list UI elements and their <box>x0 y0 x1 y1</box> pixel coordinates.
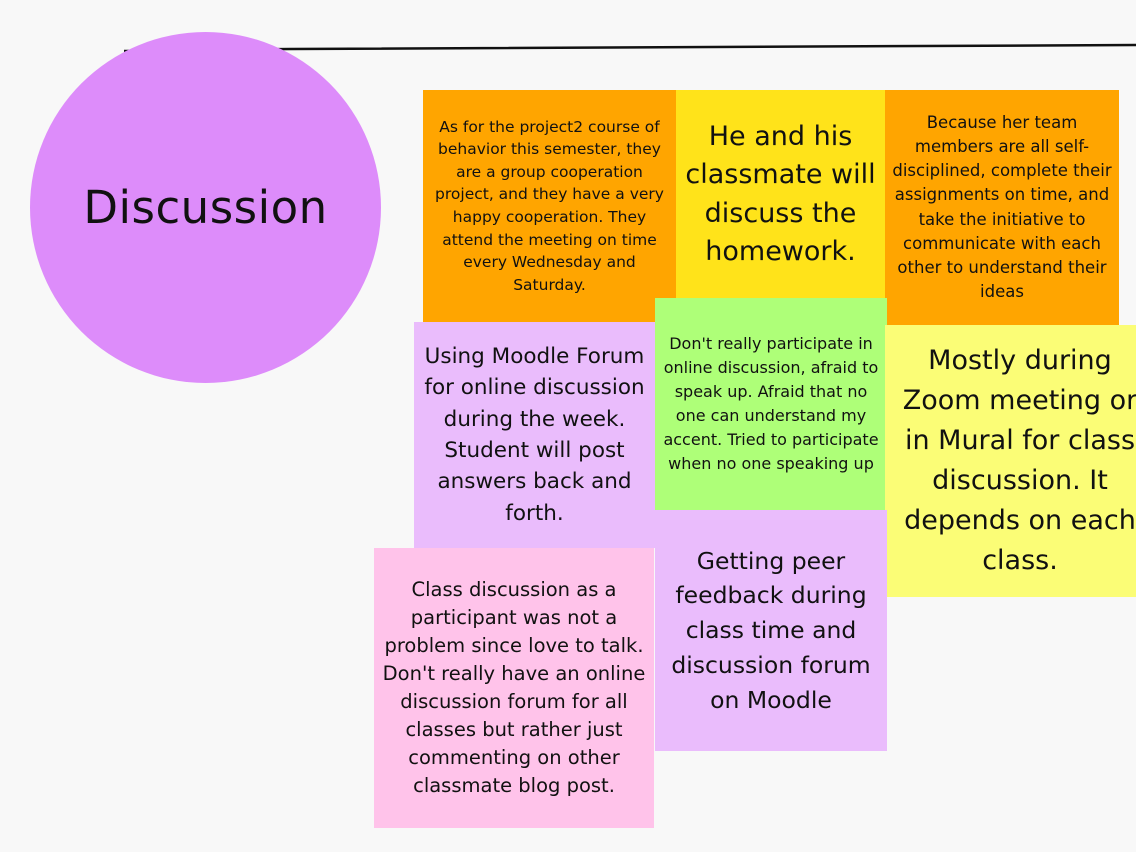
topic-circle[interactable]: Discussion <box>30 32 381 383</box>
sticky-note-homework[interactable]: He and his classmate will discuss the ho… <box>676 90 885 299</box>
sticky-note-text: Using Moodle Forum for online discussion… <box>424 344 645 526</box>
sticky-note-class-discussion[interactable]: Class discussion as a participant was no… <box>374 548 654 828</box>
sticky-note-text: Class discussion as a participant was no… <box>382 578 646 797</box>
sticky-note-team[interactable]: Because her team members are all self-di… <box>885 90 1119 325</box>
topic-label: Discussion <box>83 181 328 234</box>
sticky-note-text: Getting peer feedback during class time … <box>671 546 871 714</box>
sticky-note-text: As for the project2 course of behavior t… <box>435 117 664 294</box>
sticky-note-zoom[interactable]: Mostly during Zoom meeting or in Mural f… <box>885 325 1136 597</box>
sticky-note-moodle-forum[interactable]: Using Moodle Forum for online discussion… <box>414 322 655 548</box>
sticky-note-text: Mostly during Zoom meeting or in Mural f… <box>902 345 1136 576</box>
sticky-note-afraid[interactable]: Don't really participate in online discu… <box>655 298 887 510</box>
sticky-note-text: Don't really participate in online discu… <box>663 333 879 474</box>
sticky-note-text: He and his classmate will discuss the ho… <box>685 120 876 268</box>
sticky-note-peer-feedback[interactable]: Getting peer feedback during class time … <box>655 510 887 751</box>
sticky-note-project2[interactable]: As for the project2 course of behavior t… <box>423 90 676 322</box>
sticky-note-text: Because her team members are all self-di… <box>892 112 1112 302</box>
